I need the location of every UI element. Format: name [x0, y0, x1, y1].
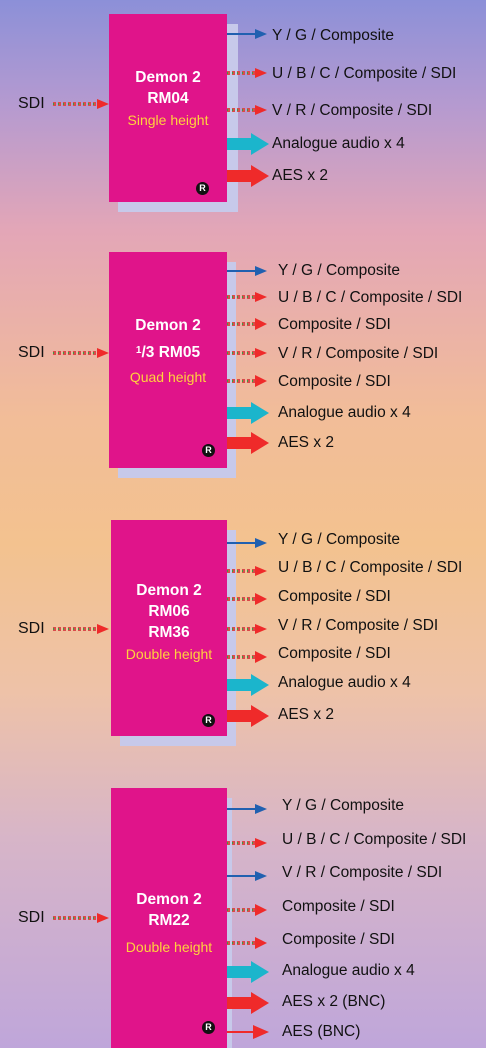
sdi-input-label: SDI: [18, 95, 45, 112]
module-name-line2: RM04: [147, 90, 189, 107]
output-arrow: [227, 674, 269, 696]
output-label: U / B / C / Composite / SDI: [272, 65, 457, 82]
module-name-line1: Demon 2: [135, 69, 201, 86]
output-label: U / B / C / Composite / SDI: [278, 559, 463, 576]
sdi-input-arrow: [53, 99, 109, 109]
output-label: Composite / SDI: [278, 316, 391, 333]
output-arrow: [227, 1025, 269, 1039]
output-label: V / R / Composite / SDI: [278, 617, 439, 634]
output-arrow: [227, 266, 267, 276]
fraction-superscript: 1: [135, 345, 142, 356]
output-arrow: [227, 992, 269, 1014]
output-label: Y / G / Composite: [272, 27, 395, 44]
r-badge-icon: R: [202, 714, 215, 727]
module-box: Demon 2 RM22 Double height R: [111, 788, 227, 1048]
module-name-line3: RM36: [148, 624, 190, 641]
r-badge-icon: R: [196, 182, 209, 195]
sdi-input-label: SDI: [18, 909, 45, 926]
module-name-line1: Demon 2: [135, 317, 201, 334]
output-arrow: [227, 538, 267, 548]
output-label: Y / G / Composite: [282, 797, 405, 814]
sdi-input-arrow: [53, 913, 109, 923]
output-arrow: [227, 838, 267, 848]
module-name-line1: Demon 2: [136, 582, 202, 599]
output-label: V / R / Composite / SDI: [278, 345, 439, 362]
output-label: AES (BNC): [282, 1023, 361, 1040]
output-label: Composite / SDI: [282, 898, 395, 915]
module-box: Demon 2 RM04 Single height R: [109, 14, 227, 202]
output-label: U / B / C / Composite / SDI: [278, 289, 463, 306]
output-arrow: [227, 402, 269, 424]
module-height: Double height: [125, 646, 213, 662]
sdi-input-label: SDI: [18, 620, 45, 637]
output-label: V / R / Composite / SDI: [272, 102, 433, 119]
output-label: Analogue audio x 4: [278, 404, 411, 421]
output-label: Y / G / Composite: [278, 262, 401, 279]
output-arrow: [227, 292, 267, 302]
output-arrow: [227, 375, 267, 387]
output-arrow: [227, 29, 267, 39]
output-arrow: [227, 705, 269, 727]
output-label: Composite / SDI: [278, 588, 391, 605]
output-label: Composite / SDI: [278, 645, 391, 662]
output-label: V / R / Composite / SDI: [282, 864, 443, 881]
output-label: Analogue audio x 4: [282, 962, 415, 979]
output-arrow: [227, 937, 267, 949]
module-name-line2: 1/3 RM05: [109, 342, 227, 363]
output-label: Y / G / Composite: [278, 531, 401, 548]
module-box: Demon 2 1/3 RM05 Quad height R: [109, 252, 227, 468]
module-height: Single height: [127, 112, 209, 128]
module-name-line2: RM06: [148, 603, 190, 620]
output-arrow: [227, 651, 267, 663]
module-name-line1: Demon 2: [136, 891, 202, 908]
output-label: Composite / SDI: [278, 373, 391, 390]
r-badge-icon: R: [202, 1021, 215, 1034]
output-label: AES x 2: [272, 167, 328, 184]
sdi-input-arrow: [53, 348, 109, 358]
sdi-input-arrow: [53, 624, 109, 634]
output-arrow: [227, 68, 267, 78]
output-arrow: [227, 318, 267, 330]
output-label: U / B / C / Composite / SDI: [282, 831, 467, 848]
output-label: Composite / SDI: [282, 931, 395, 948]
output-arrow: [227, 165, 269, 187]
output-label: Analogue audio x 4: [278, 674, 411, 691]
output-label: AES x 2: [278, 434, 334, 451]
module-name-line2-text: /3 RM05: [141, 344, 201, 361]
output-label: AES x 2 (BNC): [282, 993, 386, 1010]
module-name-line2: RM22: [148, 912, 190, 929]
output-arrow: [227, 348, 267, 358]
output-arrow: [227, 593, 267, 605]
output-arrow: [227, 904, 267, 916]
output-arrow: [227, 432, 269, 454]
output-arrow: [227, 566, 267, 576]
output-arrow: [227, 133, 269, 155]
output-arrow: [227, 871, 267, 881]
r-badge-icon: R: [202, 444, 215, 457]
output-arrow: [227, 105, 267, 115]
sdi-input-label: SDI: [18, 344, 45, 361]
output-arrow: [227, 624, 267, 634]
module-height: Double height: [125, 939, 213, 955]
output-arrow: [227, 961, 269, 983]
module-height: Quad height: [129, 369, 207, 385]
output-arrow: [227, 804, 267, 814]
output-label: AES x 2: [278, 706, 334, 723]
module-box: Demon 2 RM06 RM36 Double height R: [111, 520, 227, 736]
output-label: Analogue audio x 4: [272, 135, 405, 152]
